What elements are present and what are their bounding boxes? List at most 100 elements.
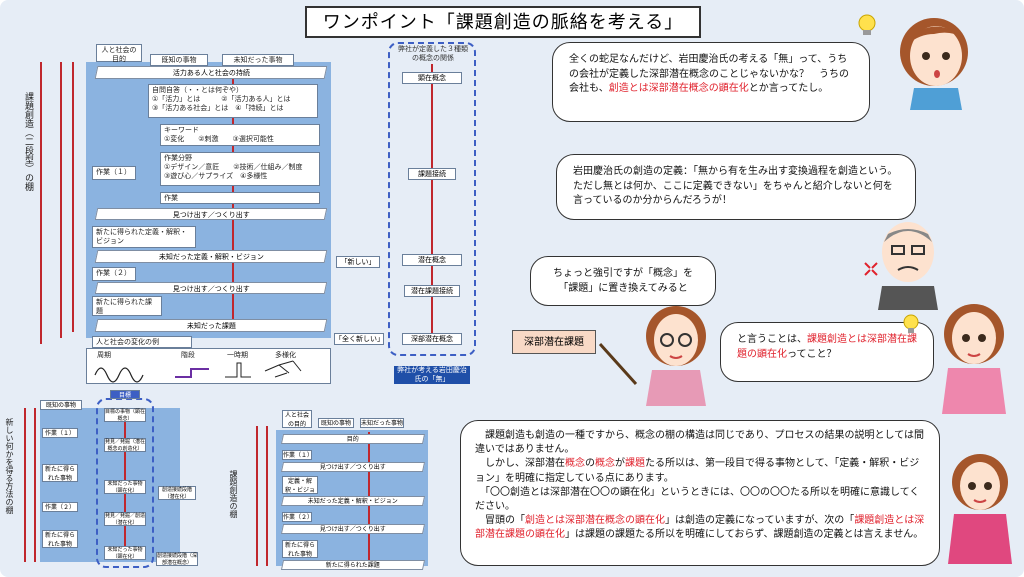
bubble-1-text: 全くの蛇足なんだけど、岩田慶治氏の考える「無」って、うちの会社が定義した深部潜在… [569, 54, 849, 94]
bl-side-label: 新しい何かを得る方法の棚 [5, 418, 14, 514]
bl-r1: 作業（１） [42, 428, 78, 438]
jimon-box: 自問自答（・・とは何ぞや） ①「活力」とは ②「活力ある人」とは ③「活力ある社… [148, 84, 318, 118]
bl-n5: 未知だった事物（顕在化） [104, 546, 146, 560]
bm-b2: 未知だった定義・解釈・ビジョン [280, 496, 426, 506]
bl-rail [34, 408, 36, 562]
bm-unknown: 未知だった事物 [360, 418, 404, 428]
col-unknown: 未知だった事物 [222, 54, 294, 66]
keyword-title: キーワード [164, 126, 199, 134]
concept-kenzai: 顕在概念 [402, 72, 462, 84]
bl-s2: 創造接続段階（深部潜在概念） [156, 552, 198, 566]
bubble-1-em: 創造とは深部潜在概念の顕在化 [608, 83, 749, 94]
concept-link1: 課題接続 [408, 168, 456, 180]
bubble-5: 課題創造も創造の一種ですから、概念の棚の構造は同じであり、プロセスの結果の説明と… [460, 420, 940, 566]
bl-rail [24, 408, 26, 562]
bubble-1: 全くの蛇足なんだけど、岩田慶治氏の考える「無」って、うちの会社が定義した深部潜在… [552, 42, 870, 122]
bm-r5: 新たに得られた事物 [282, 540, 318, 558]
bm-side-label: 課題創造の棚 [229, 470, 238, 518]
concept-senzai: 潜在概念 [402, 254, 462, 266]
sagyou-box: 作業 [160, 192, 320, 204]
character-woman-glasses [646, 306, 706, 406]
character-woman-pink [942, 304, 1006, 414]
bm-r1: 作業（１） [282, 450, 314, 460]
bm-b4: 新たに得られた課題 [280, 560, 426, 570]
lightbulb-icon [858, 14, 876, 35]
bubble-3-text: ちょっと強引ですが「概念」を「課題」に置き換えてみると [553, 268, 693, 294]
bubble-5-p1: 課題創造も創造の一種ですから、概念の棚の構造は同じであり、プロセスの結果の説明と… [475, 430, 924, 456]
top-left-purpose: 人と社会の目的 [96, 44, 142, 63]
keyword-box: キーワード ①変化 ②刺激 ③選択可能性 [160, 124, 320, 146]
bm-rail [266, 426, 268, 566]
iwata-tag: 弊社が考える岩田慶治氏の「無」 [394, 366, 470, 384]
bm-r2: 定義・解釈・ビジョン [282, 476, 318, 503]
change-label: 人と社会の変化の例 [92, 336, 192, 348]
bubble-4-text-end: ってこと？ [787, 348, 837, 360]
bl-s1: 創造接続段階（潜在化） [158, 486, 196, 500]
bm-m1: 見つけ出す／つくり出す [280, 462, 426, 472]
band-kadai: 未知だった課題 [94, 319, 328, 332]
jimon-q1: ①「活力」とは ②「活力ある人」とは [152, 94, 291, 103]
jimon-title: 自問自答（・・とは何ぞや） [152, 86, 243, 94]
bl-dash [96, 398, 154, 568]
bm-r3: 作業（２） [282, 512, 314, 522]
ex-diverse-label: 多様化 [275, 351, 296, 359]
bl-r2: 新たに得られた事物 [42, 464, 78, 482]
label-mattaku: 「全く新しい」 [334, 333, 384, 345]
rail-red [60, 62, 62, 338]
bl-r4: 新たに得られた事物 [42, 530, 78, 548]
bm-rail [256, 426, 258, 566]
bunya-2: ③遊び心／サプライズ ④多様性 [164, 171, 268, 180]
bm-known: 既知の事物 [318, 418, 354, 428]
bubble-2: 岩田慶治氏の創造の定義：「無から有を生み出す変換過程を創造という。ただし無とは何… [556, 154, 916, 220]
bubble-5-p3: 「〇〇創造とは深部潜在〇〇の顕在化」というときには、〇〇の〇〇たる所以を明確に意… [475, 486, 920, 512]
bubble-5-p2: しかし、深部潜在概念の概念が課題たる所以は、第一段目で得る事物として、「定義・解… [475, 458, 920, 484]
bl-n1: 目標の事物（顕在概念） [104, 408, 146, 422]
bubble-5-p4: 冒頭の「創造とは深部潜在概念の顕在化」は創造の定義になっていますが、次の「課題創… [475, 515, 925, 541]
main-side-label: 課題創造（二段型）の棚 [23, 92, 33, 191]
bl-r3: 作業（２） [42, 502, 78, 512]
concept-column [388, 42, 476, 356]
rail-red [72, 62, 74, 332]
bunya-title: 作業分野 [164, 154, 192, 162]
sagyou2-box: 作業（２） [92, 267, 136, 281]
jimon-q2: ③「活力ある社会」とは ④「持続」とは [152, 103, 284, 112]
keyword-items: ①変化 ②刺激 ③選択可能性 [164, 134, 274, 143]
concept-link2: 潜在課題接続 [404, 285, 460, 297]
rail-red [40, 62, 42, 344]
sagyou1-box: 作業（１） [92, 166, 136, 180]
bl-known: 既知の事物 [40, 400, 82, 410]
band-mitsuke1: 見つけ出す／つくり出す [94, 208, 328, 220]
bubble-1-text-end: とか言ってたし。 [748, 83, 829, 94]
bunya-box: 作業分野 ①デザイン／意匠 ②技術／仕組み／制度 ③遊び心／サプライズ ④多様性 [160, 152, 320, 186]
ex-step-label: 階段 [181, 351, 195, 359]
label-atarashii: 「新しい」 [336, 256, 380, 268]
band-mitsuke2: 見つけ出す／つくり出す [94, 282, 328, 294]
bm-top: 人と社会の目的 [282, 410, 312, 428]
bl-head: 目標 [110, 390, 140, 399]
bm-m2: 見つけ出す／つくり出す [280, 524, 426, 534]
lightbulb-icon [903, 314, 919, 333]
bm-b1: 目的 [280, 434, 426, 444]
change-graphs [94, 360, 302, 383]
bl-n2: 発見／発掘（潜在概念の創造化） [104, 438, 146, 452]
concept-column-head: 弊社が定義した３種類の概念の関係 [398, 45, 468, 62]
character-woman-bottom [948, 454, 1012, 564]
bubble-2-text: 岩田慶治氏の創造の定義：「無から有を生み出す変換過程を創造という。ただし無とは何… [573, 166, 898, 206]
bl-n4: 発見／発掘／創造（潜在化） [104, 512, 146, 526]
arata2-box: 新たに得られた課題 [92, 296, 162, 316]
bubble-4-text: と言うことは、 [737, 334, 807, 345]
page-title: ワンポイント「課題創造の脈絡を考える」 [305, 6, 701, 38]
col-known: 既知の事物 [150, 54, 208, 66]
ex-temp-label: 一時期 [227, 351, 248, 359]
arata1-box: 新たに得られた定義・解釈・ビジョン [92, 226, 196, 248]
character-woman-top [900, 18, 968, 110]
pointer-stick-icon [598, 342, 638, 386]
change-examples: 周期 階段 一時期 多様化 [86, 348, 331, 384]
bunya-1: ①デザイン／意匠 ②技術／仕組み／制度 [164, 162, 303, 171]
bubble-3: ちょっと強引ですが「概念」を「課題」に置き換えてみると [530, 256, 716, 306]
bubble-4-em: 課題創造とは深部潜在課題の顕在化 [737, 334, 917, 360]
shinbu-kadai-box: 深部潜在課題 [512, 330, 596, 354]
ex-cycle-label: 周期 [97, 351, 111, 359]
band-purpose: 活力ある人と社会の持続 [94, 66, 328, 79]
